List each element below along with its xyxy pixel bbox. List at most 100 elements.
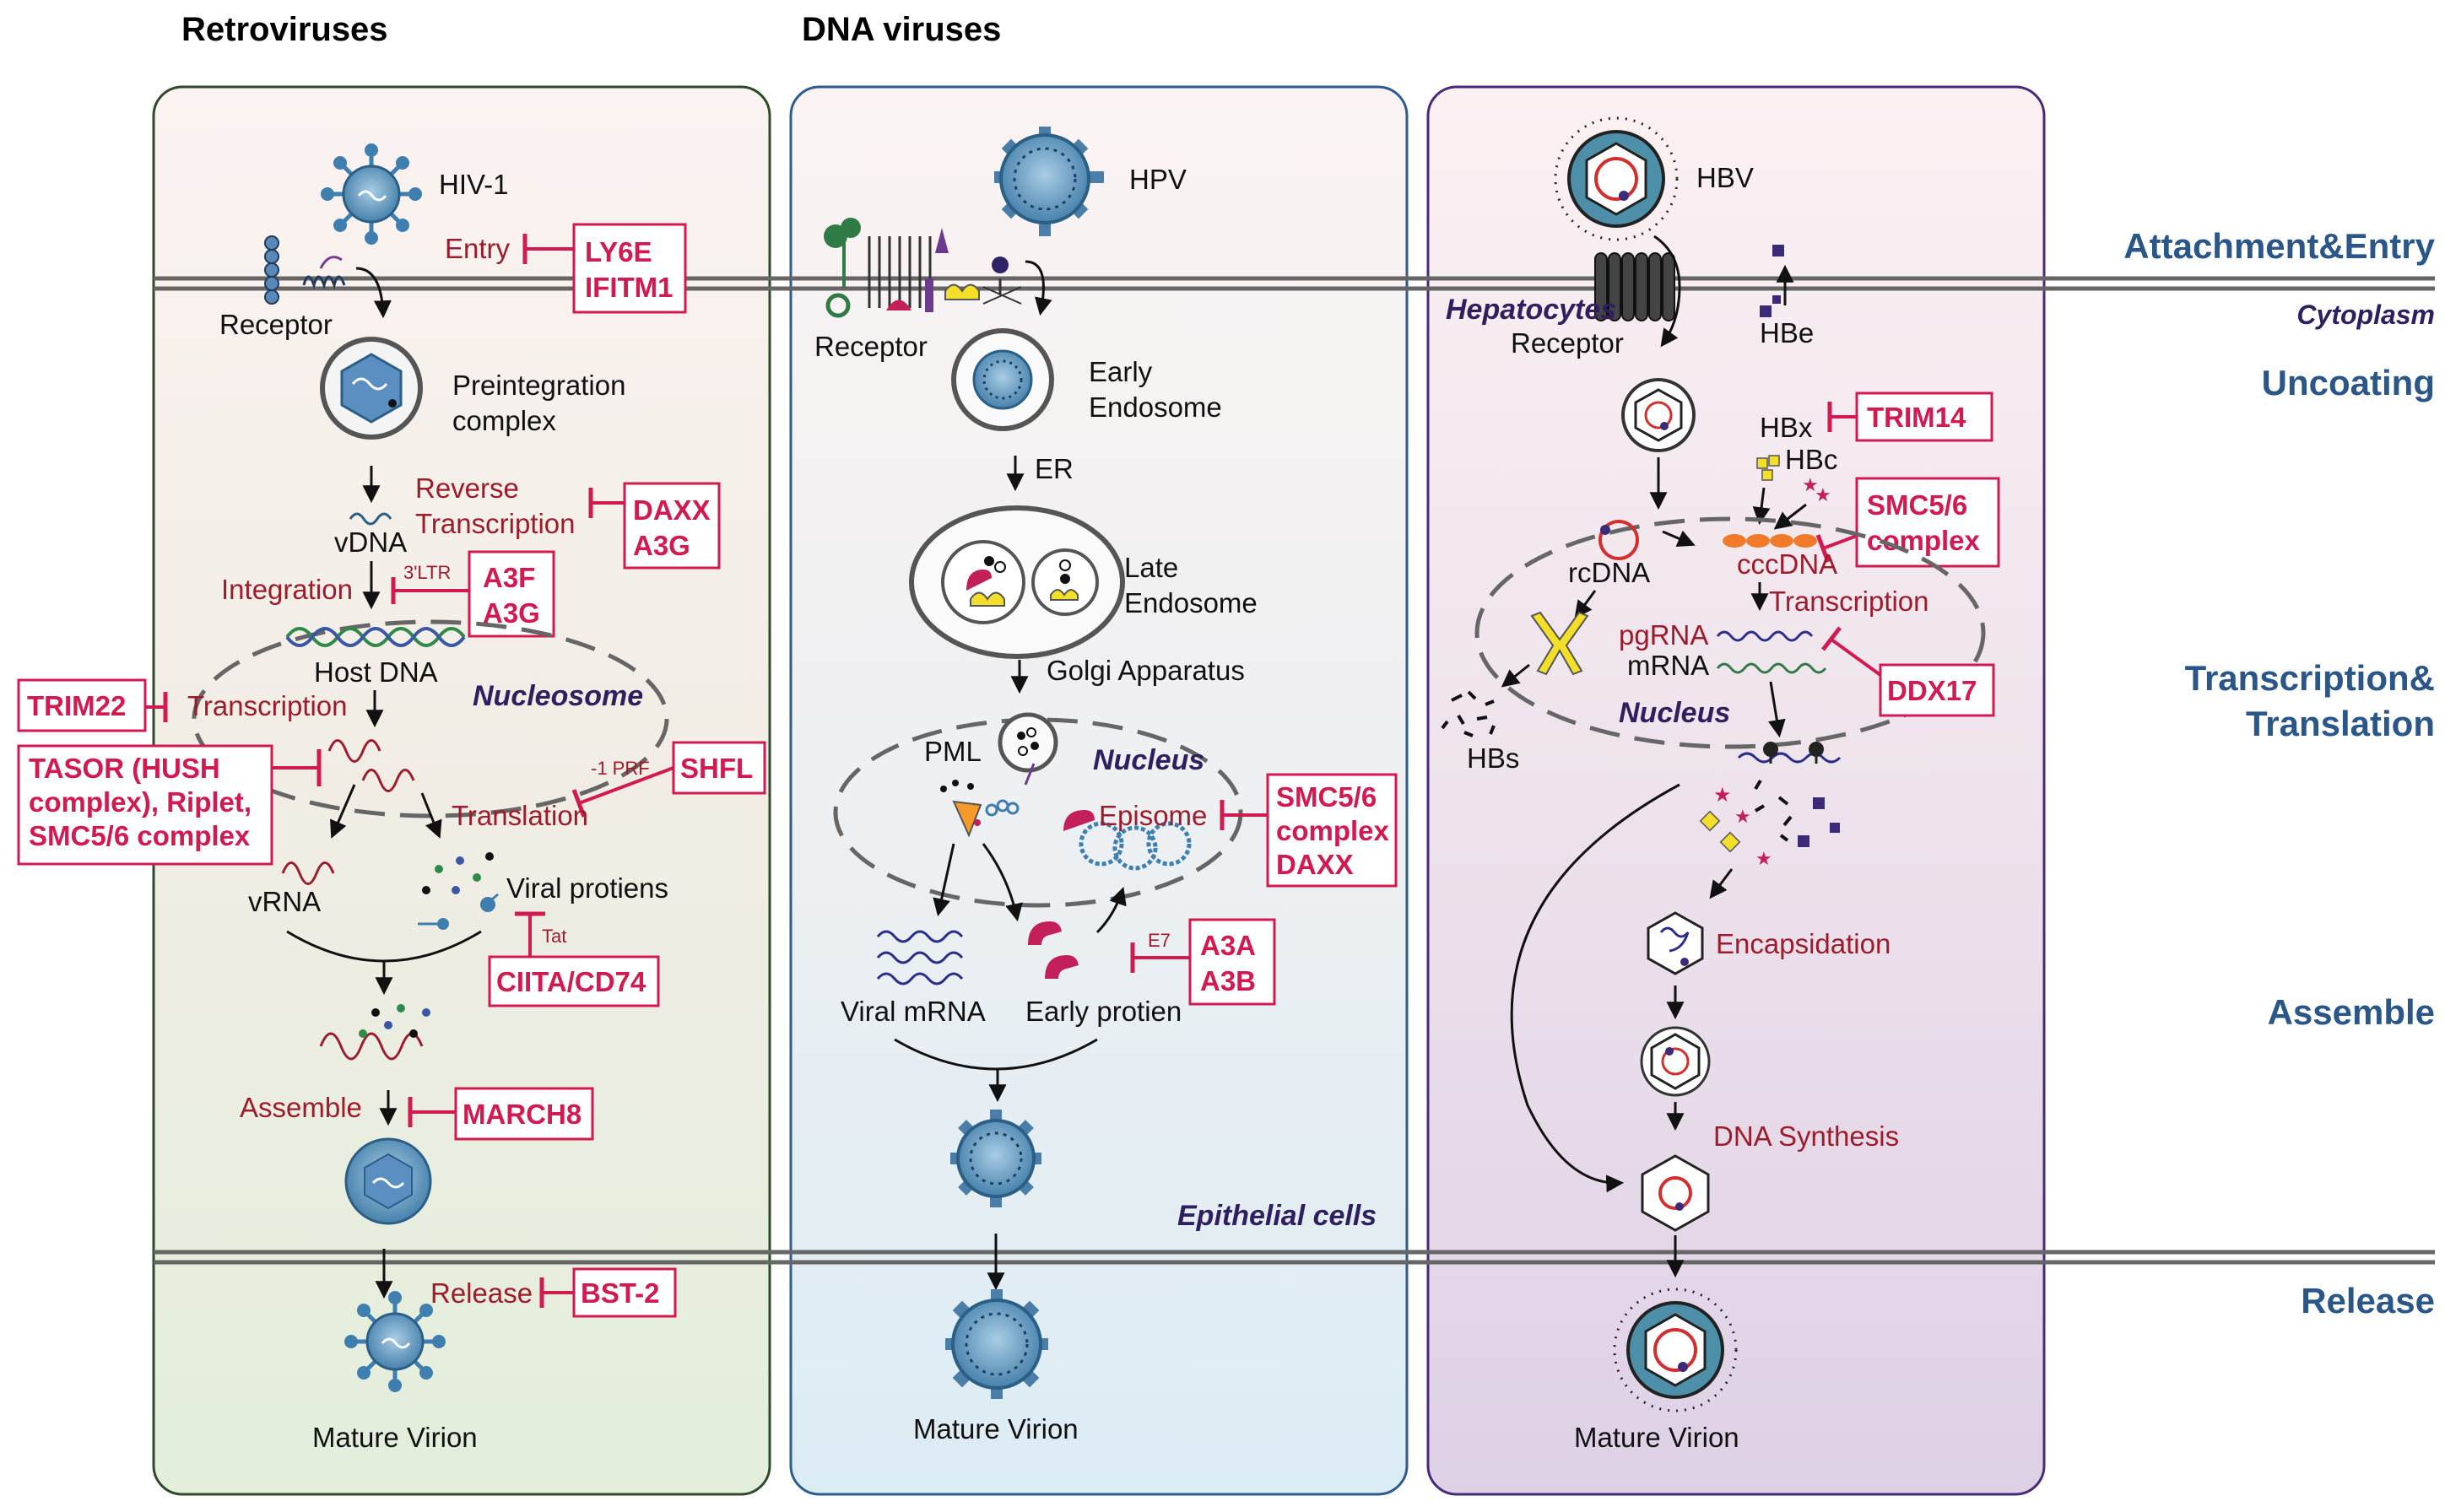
factor-a3b: A3B [1200, 965, 1256, 996]
er-label: ER [1035, 453, 1074, 484]
mature-hiv-virion-icon [344, 1291, 446, 1392]
ltr-label: 3'LTR [403, 562, 451, 583]
hbv-smc56-box [1855, 477, 2000, 568]
early-endosome-line1: Early [1089, 356, 1153, 387]
ribosome-translation-icon [1737, 742, 1842, 764]
stage-release: Release [2301, 1281, 2435, 1320]
stage-assemble: Assemble [2268, 992, 2435, 1032]
hpv-nucleus-boundary [833, 717, 1243, 908]
early-endosome-icon [951, 328, 1054, 431]
integration-inhibition-icon [391, 577, 469, 604]
arrow-protein-to-episome [1095, 887, 1127, 934]
early-endosome-line2: Endosome [1089, 392, 1222, 423]
entry-label: Entry [445, 233, 511, 264]
factor-trim14: TRIM14 [1867, 402, 1966, 433]
svg-text:★: ★ [1734, 806, 1751, 827]
late-endosome-line1: Late [1124, 552, 1178, 583]
hbe-icon [1760, 245, 1794, 317]
episome-icon [1063, 810, 1192, 871]
hepatocytes-label: Hepatocytes [1446, 294, 1616, 326]
integration-factor-box [468, 550, 555, 638]
trim14-box [1855, 392, 1993, 442]
march8-inhibition-icon [408, 1097, 456, 1127]
svg-text:★: ★ [1802, 474, 1819, 495]
arrow-to-vrna [330, 784, 356, 839]
e7-label: E7 [1148, 930, 1171, 951]
arrow-to-encapsidation [1709, 868, 1734, 899]
trim22-box [17, 678, 147, 732]
a3-factor-box [1188, 918, 1276, 1006]
assembly-intermediate-icon [319, 1004, 430, 1061]
ddx17-box [1879, 663, 1995, 717]
hbv-nucleus-label: Nucleus [1619, 697, 1730, 729]
hbv-transcription-label: Transcription [1769, 586, 1929, 617]
plasma-membrane-top [154, 276, 2435, 291]
rt-factor-box [623, 482, 721, 570]
hbx-hbc-proteins-icon: ★ ★ [1756, 455, 1831, 505]
assemble-label: Assemble [240, 1092, 362, 1123]
hbv-mature-label: Mature Virion [1574, 1422, 1739, 1453]
release-label: Release [430, 1277, 533, 1309]
immature-virion-icon [344, 1137, 432, 1225]
hush-line3: SMC5/6 complex [29, 820, 251, 851]
viral-proteins-icon [418, 852, 499, 930]
hush-line1: TASOR (HUSH [29, 753, 220, 784]
hpv-receptor-label: Receptor [814, 331, 928, 362]
episome-inhibition-icon [1220, 800, 1268, 830]
shfl-box [672, 741, 766, 795]
rt-label-line2: Transcription [415, 508, 576, 539]
hbv-mrna-wave-icon [1716, 662, 1827, 674]
svg-text:★: ★ [1713, 784, 1732, 807]
hbc-label: HBc [1785, 444, 1837, 475]
encapsidation-icon [1647, 911, 1704, 975]
factor-shfl: SHFL [680, 753, 753, 784]
late-endosome-icon [909, 505, 1125, 659]
arrow-hbx-to-cccdna [1752, 487, 1771, 526]
rt-inhibition-icon [588, 488, 625, 518]
host-dna-label: Host DNA [314, 656, 438, 688]
hpv-receptor-icon [824, 218, 1022, 318]
hpv-entry-arrow [1025, 260, 1052, 316]
vdna-label: vDNA [334, 526, 407, 558]
factor-march8: MARCH8 [462, 1099, 581, 1130]
smc-hbv-inhibition-icon [1815, 534, 1858, 563]
hush-line2: complex), Riplet, [29, 786, 252, 818]
tat-inhibition-icon [515, 911, 545, 957]
rcdna-icon [1598, 520, 1639, 560]
hpv-label: HPV [1129, 164, 1187, 195]
episome-factor-box [1266, 773, 1398, 888]
hpv-nucleus-label: Nucleus [1093, 744, 1204, 776]
hbv-uncoating-icon [1621, 378, 1696, 452]
arrow-rcdna-to-hbs [1574, 590, 1597, 619]
retro-receptor-label: Receptor [219, 309, 333, 340]
arrow-to-early-protein [982, 843, 1023, 922]
arrow-mrna-to-ribosome [1767, 681, 1786, 738]
dna-virus-panel [789, 85, 1409, 1496]
bst2-inhibition-icon [539, 1277, 574, 1308]
stage-attachment-entry: Attachment&Entry [2123, 226, 2435, 266]
ciita-box [488, 955, 660, 1007]
converge-arc-retro [286, 930, 482, 963]
hbv-virion-icon [1554, 116, 1679, 241]
transcription-label-retro: Transcription [187, 690, 348, 721]
mature-capsid-icon [1641, 1154, 1710, 1232]
title-dna-viruses: DNA viruses [802, 11, 1001, 48]
bst2-box [572, 1267, 677, 1318]
factor-smc56-hbv-line2: complex [1867, 525, 1981, 556]
stage-transcription: Transcription& [2185, 658, 2435, 698]
arrow-to-hbs-particles [1501, 663, 1530, 688]
early-protein-icon [1028, 921, 1079, 979]
plasma-membrane-bottom [154, 1250, 2435, 1265]
translated-proteins-icon: ★ ★ ★ [1699, 779, 1840, 869]
hbv-mrna-label: mRNA [1627, 650, 1709, 681]
hbv-label: HBV [1696, 162, 1754, 193]
uncoated-genome-icon [940, 780, 1020, 838]
entry-arrow [355, 267, 392, 319]
stage-cytoplasm: Cytoplasm [2296, 300, 2435, 330]
retro-receptor-icon [264, 235, 346, 305]
hbs-x-shape-icon [1530, 611, 1589, 676]
ddx17-inhibition-icon [1821, 626, 1882, 677]
integration-label: Integration [221, 574, 353, 605]
